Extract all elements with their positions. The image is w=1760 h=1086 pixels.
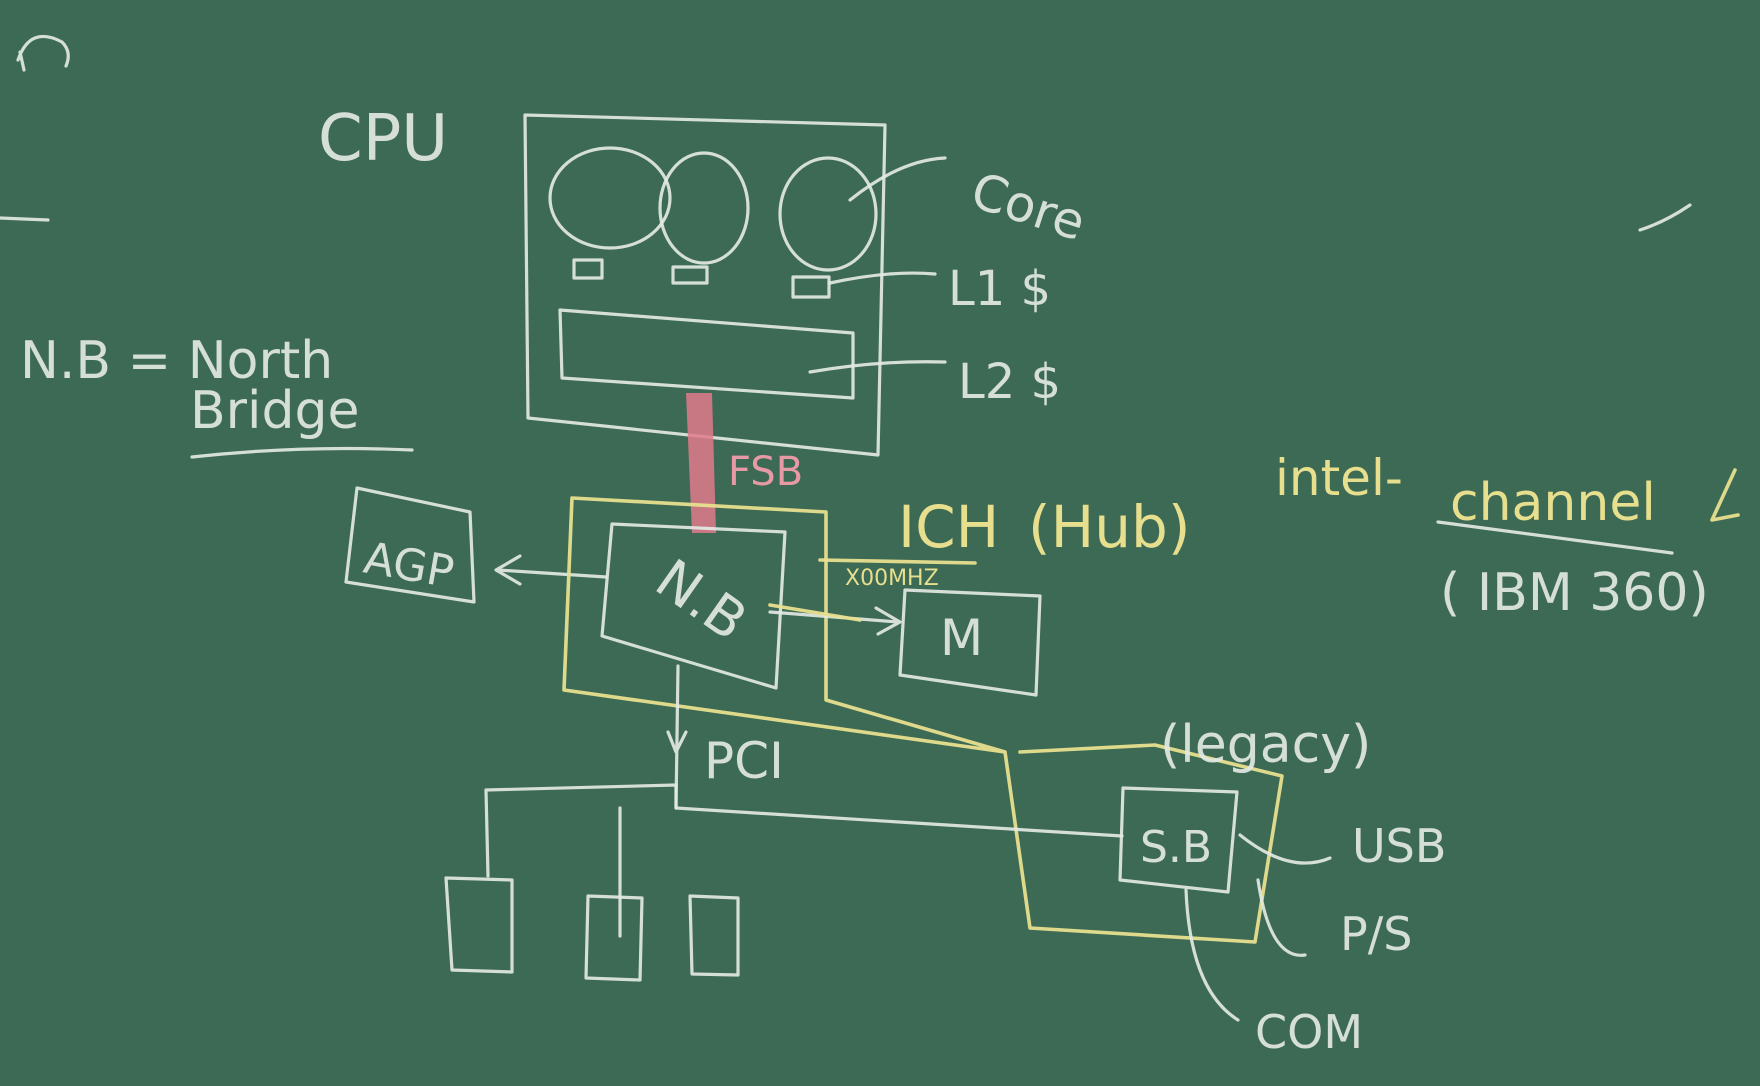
ich-hub-outline — [562, 496, 1284, 944]
fsb-label: FSB — [728, 449, 803, 495]
corner-scribble — [16, 34, 70, 72]
fsb-bus — [686, 393, 716, 533]
nb-to-memory-link — [768, 606, 902, 636]
memory-label: M — [940, 609, 983, 667]
hub-label: (Hub) — [1028, 493, 1190, 561]
agp-box — [344, 486, 476, 604]
l2-pointer — [808, 360, 947, 374]
memory-box — [898, 588, 1042, 697]
edge-dash — [0, 216, 50, 222]
nb-definition-underline — [190, 446, 414, 459]
pci-bus-line — [484, 783, 1124, 938]
ps-link — [1256, 878, 1307, 957]
core-1 — [548, 146, 672, 250]
l2-label: L2 $ — [958, 354, 1061, 410]
channel-underline — [1436, 520, 1674, 555]
nb-to-agp-arrow — [494, 554, 608, 586]
legacy-label: (legacy) — [1160, 715, 1371, 775]
cpu-label: CPU — [318, 102, 448, 176]
cpu-box — [523, 113, 887, 457]
nb-definition-line1: N.B = North — [20, 331, 333, 391]
nb-to-memory-highlight — [768, 603, 862, 622]
l2-cache-box — [558, 308, 855, 400]
pci-label: PCI — [704, 732, 784, 790]
north-bridge-box — [600, 522, 787, 690]
north-bridge-label: N.B — [645, 547, 759, 653]
com-link — [1184, 888, 1240, 1022]
intel-label: intel- — [1275, 449, 1403, 507]
agp-label: AGP — [360, 533, 457, 599]
l1-cache-3 — [791, 275, 831, 299]
core-2 — [658, 151, 750, 265]
l1-label: L1 $ — [948, 261, 1051, 317]
south-bridge-box — [1118, 786, 1239, 894]
com-label: COM — [1255, 1005, 1363, 1059]
pci-device-1 — [444, 876, 514, 974]
speed-label: X00MHZ — [845, 566, 939, 591]
core-pointer — [848, 156, 947, 202]
usb-label: USB — [1352, 819, 1446, 873]
ps-label: P/S — [1340, 907, 1412, 961]
south-bridge-label: S.B — [1140, 822, 1212, 873]
channel-check — [1710, 468, 1740, 522]
l1-cache-2 — [671, 265, 709, 285]
channel-label: channel — [1450, 473, 1656, 533]
ich-label: ICH — [898, 493, 999, 561]
l1-cache-1 — [572, 258, 604, 280]
pci-device-3 — [688, 894, 740, 977]
core-label: Core — [964, 161, 1092, 252]
usb-link — [1238, 833, 1332, 865]
nb-definition-line2: Bridge — [190, 381, 360, 441]
tick-mark — [1638, 203, 1692, 232]
pci-device-2 — [584, 894, 644, 982]
speed-underline — [818, 558, 977, 565]
ibm-label: ( IBM 360) — [1440, 563, 1709, 623]
l1-pointer — [828, 271, 937, 285]
core-3 — [778, 156, 878, 272]
